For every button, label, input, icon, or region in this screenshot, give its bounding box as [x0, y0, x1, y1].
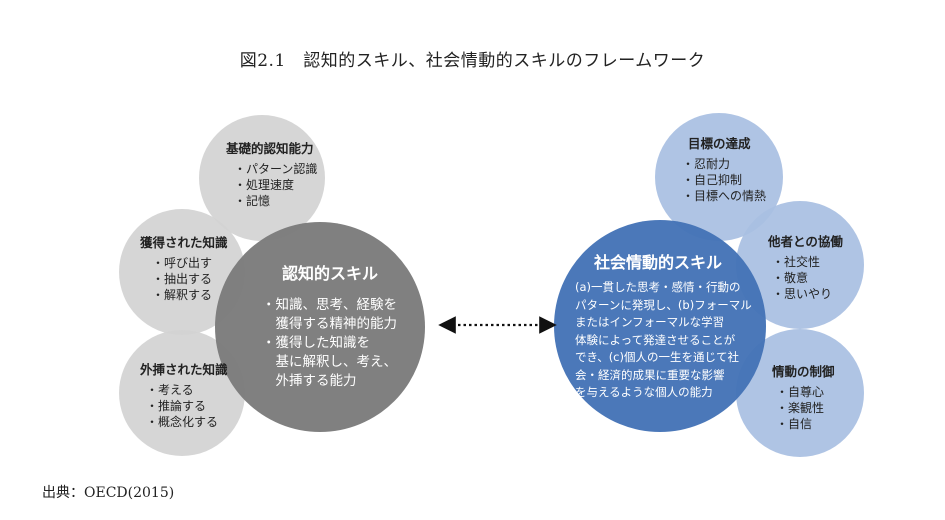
- cognitive-main-description: ・知識、思考、経験を 獲得する精神的能力 ・獲得した知識を 基に解釈し、考え、 …: [262, 296, 397, 391]
- satellite-item: ・楽観性: [776, 401, 825, 415]
- cognitive-satellite-acquired: 獲得された知識 ・呼び出す ・抽出する ・解釈する: [140, 232, 228, 303]
- satellite-item: ・解釈する: [152, 288, 213, 302]
- satellite-title: 目標の達成: [688, 136, 751, 151]
- satellite-item: ・社交性: [772, 255, 821, 269]
- satellite-item: ・目標への情熱: [682, 189, 767, 203]
- satellite-item: ・自信: [776, 417, 813, 431]
- satellite-title: 情動の制御: [772, 364, 835, 379]
- social-satellite-emotions: 情動の制御 ・自尊心 ・楽観性 ・自信: [772, 361, 835, 432]
- social-desc-line: またはインフォーマルな学習: [575, 315, 725, 329]
- satellite-item: ・パターン認識: [234, 162, 318, 176]
- cognitive-satellite-circle-acquired: [119, 209, 245, 335]
- cognitive-item: 基に解釈し、考え、: [262, 354, 397, 370]
- satellite-item: ・呼び出す: [152, 256, 213, 270]
- satellite-item: ・敬意: [772, 271, 809, 285]
- cognitive-item: 獲得する精神的能力: [262, 316, 397, 332]
- cognitive-main-title: 認知的スキル: [282, 264, 379, 283]
- social-desc-line: を与えるような個人の能力: [575, 385, 713, 399]
- social-main-title: 社会情動的スキル: [594, 253, 723, 272]
- social-satellite-circle-goals: [655, 113, 783, 241]
- social-main-circle: [554, 220, 766, 432]
- figure-title: 図2.1 認知的スキル、社会情動的スキルのフレームワーク: [239, 51, 706, 71]
- satellite-item: ・思いやり: [772, 287, 833, 301]
- satellite-item: ・記憶: [234, 194, 271, 208]
- social-satellite-others: 他者との協働 ・社交性 ・敬意 ・思いやり: [768, 231, 843, 302]
- social-main-description: (a)一貫した思考・感情・行動の パターンに発現し、(b)フォーマル またはイン…: [575, 279, 785, 402]
- satellite-item: ・自尊心: [776, 385, 825, 399]
- satellite-title: 獲得された知識: [140, 235, 228, 250]
- social-satellite-goals: 目標の達成 ・忍耐力 ・自己抑制 ・目標への情熱: [682, 133, 766, 204]
- satellite-title: 基礎的認知能力: [226, 141, 314, 156]
- satellite-item: ・忍耐力: [682, 157, 731, 171]
- social-main: 社会情動的スキル: [594, 249, 722, 273]
- satellite-title: 他者との協働: [768, 234, 843, 249]
- satellite-item: ・処理速度: [234, 178, 295, 192]
- cognitive-satellite-circle-extrapolated: [119, 330, 245, 456]
- source-note: 出典：OECD(2015): [42, 485, 175, 501]
- cognitive-satellite-extrapolated: 外挿された知識 ・考える ・推論する ・概念化する: [140, 359, 228, 430]
- social-satellite-circle-emotions: [736, 329, 864, 457]
- satellite-item: ・抽出する: [152, 272, 213, 286]
- satellite-item: ・概念化する: [146, 415, 219, 429]
- social-desc-line: でき、(c)個人の一生を通じて社: [575, 350, 739, 364]
- satellite-item: ・推論する: [146, 399, 207, 413]
- cognitive-item: ・知識、思考、経験を: [262, 297, 397, 313]
- social-desc-line: 会・経済的成果に重要な影響: [575, 367, 725, 382]
- cognitive-item: 外挿する能力: [262, 373, 357, 389]
- social-desc-line: (a)一貫した思考・感情・行動の: [575, 280, 741, 294]
- cognitive-main: 認知的スキル: [272, 260, 378, 284]
- cognitive-main-circle: [215, 222, 425, 432]
- satellite-item: ・自己抑制: [682, 173, 743, 187]
- cognitive-item: ・獲得した知識を: [262, 335, 370, 351]
- social-satellite-circle-others: [736, 201, 864, 329]
- social-desc-line: 体験によって発達させることが: [575, 332, 736, 347]
- satellite-title: 外挿された知識: [140, 362, 228, 377]
- social-desc-line: パターンに発現し、(b)フォーマル: [575, 297, 752, 312]
- cognitive-satellite-basic: 基礎的認知能力 ・パターン認識 ・処理速度 ・記憶: [226, 138, 317, 209]
- satellite-item: ・考える: [146, 383, 194, 397]
- cognitive-satellite-circle-basic: [199, 115, 325, 241]
